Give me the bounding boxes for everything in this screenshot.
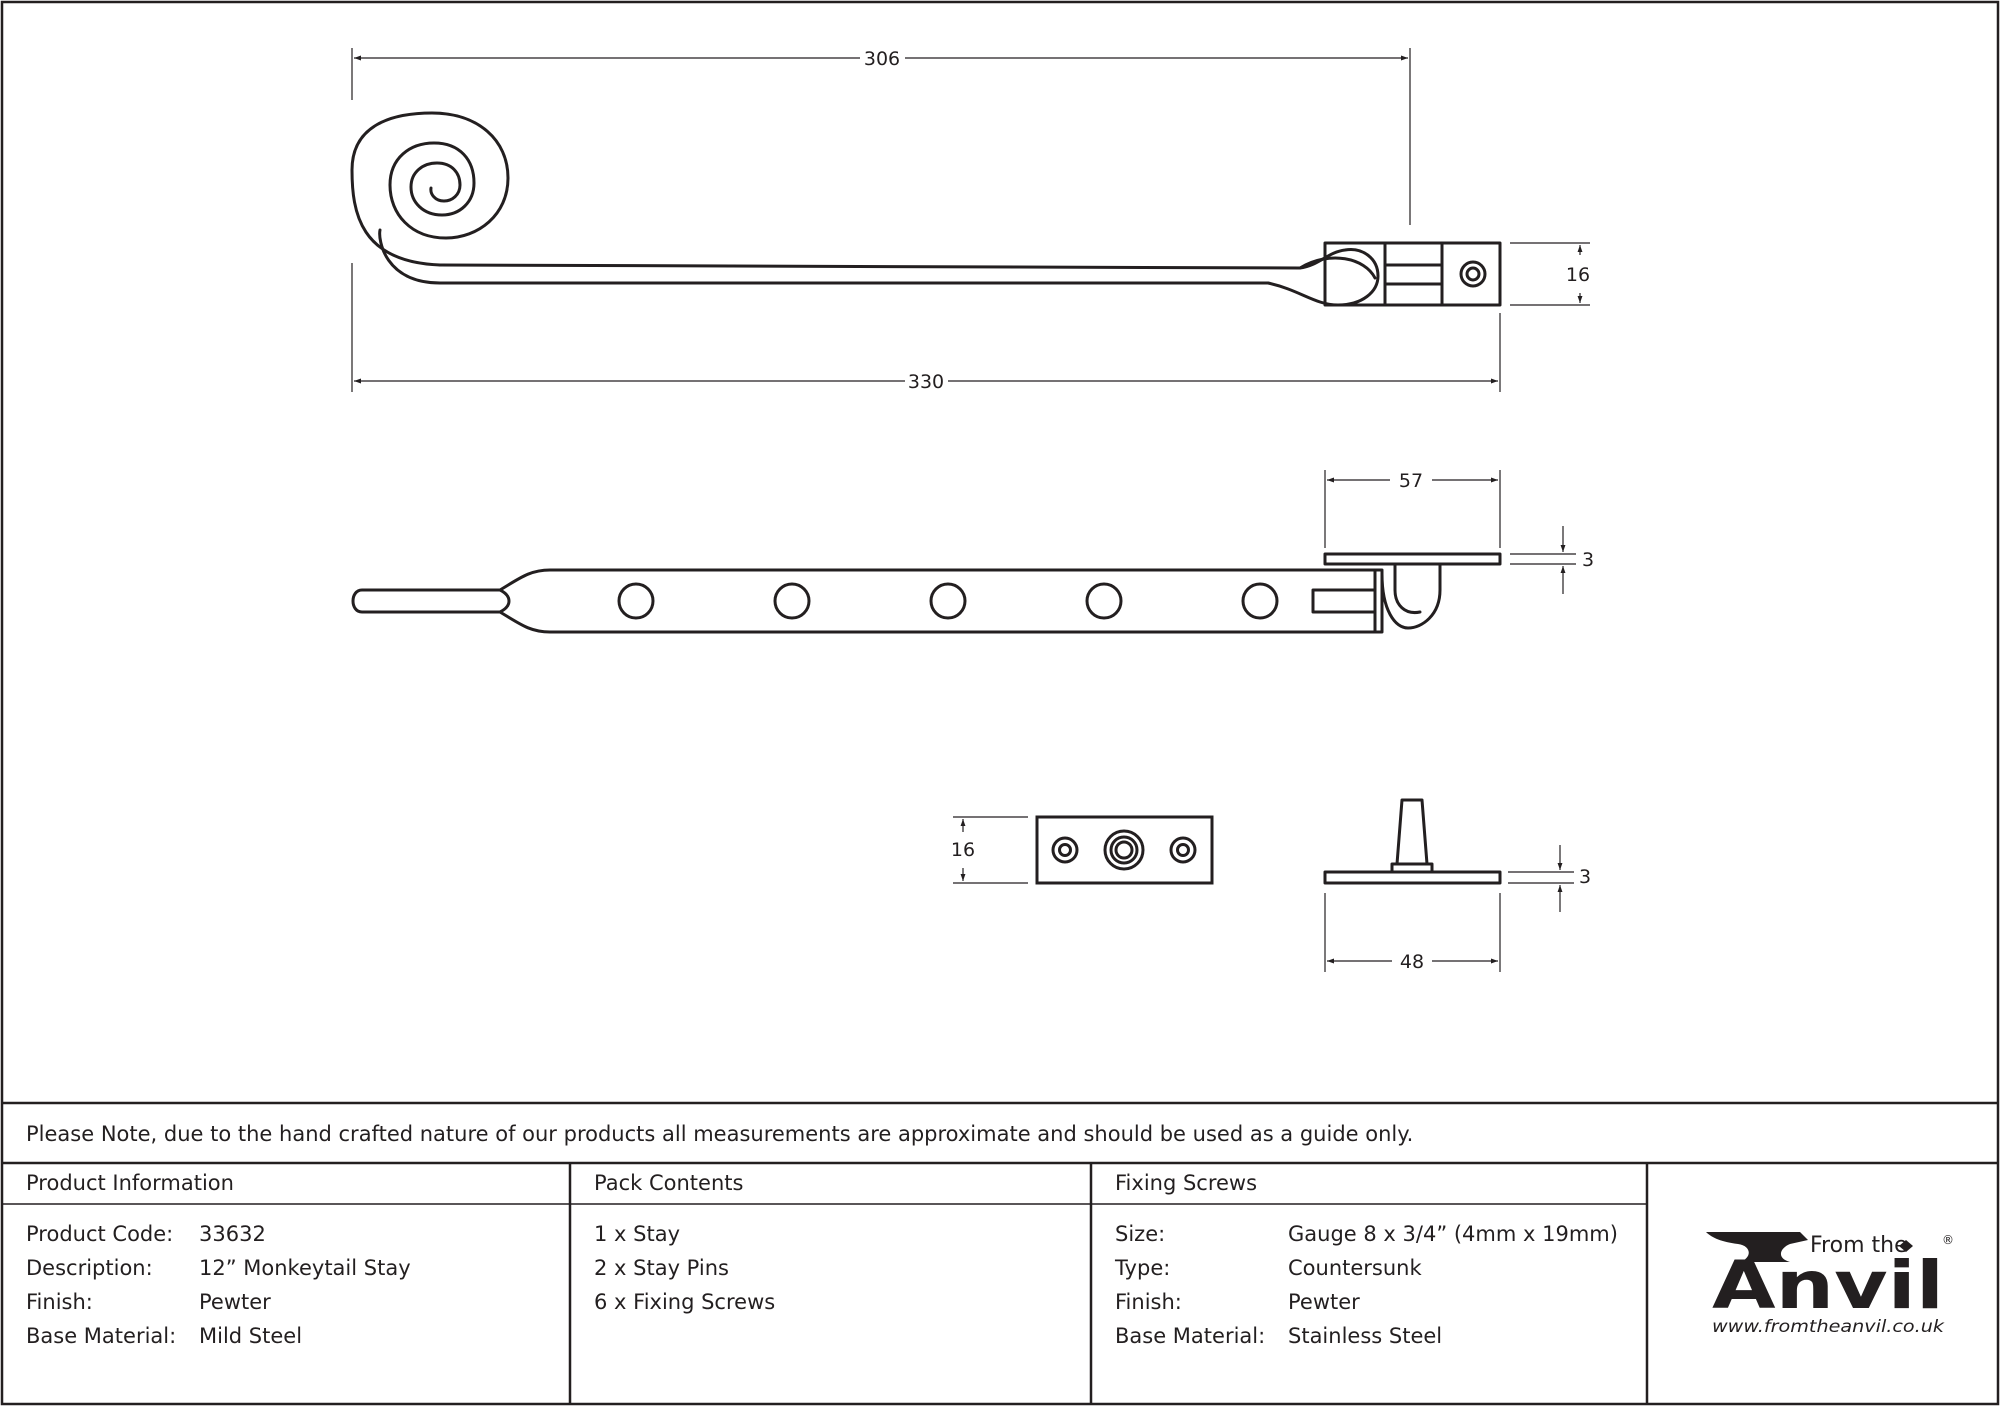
from-the-anvil-logo: From the ® Anvil www.fromtheanvil.co.uk bbox=[1706, 1232, 1954, 1337]
dim-pin-plate-length: 48 bbox=[1400, 951, 1424, 973]
logo-from-the: From the bbox=[1810, 1233, 1908, 1258]
finish-label: Finish: bbox=[26, 1290, 93, 1314]
screw-finish-label: Finish: bbox=[1115, 1290, 1182, 1314]
screw-material-value: Stainless Steel bbox=[1288, 1324, 1442, 1348]
description-value: 12” Monkeytail Stay bbox=[199, 1256, 411, 1280]
product-code-value: 33632 bbox=[199, 1222, 266, 1246]
screw-material-label: Base Material: bbox=[1115, 1324, 1265, 1348]
fixing-screws-header: Fixing Screws bbox=[1115, 1171, 1257, 1195]
dim-plate-thickness: 3 bbox=[1582, 549, 1594, 571]
stay-top-view bbox=[350, 111, 1502, 307]
stay-side-view bbox=[351, 552, 1502, 634]
pack-item: 6 x Fixing Screws bbox=[594, 1290, 775, 1314]
base-material-value: Mild Steel bbox=[199, 1324, 302, 1348]
top-view-dimensions bbox=[351, 48, 1590, 392]
diamond-icon bbox=[1899, 1240, 1913, 1252]
product-code-label: Product Code: bbox=[26, 1222, 173, 1246]
dim-pin-plate-width: 16 bbox=[951, 839, 975, 861]
pin-plate-top-dimensions bbox=[953, 816, 1028, 884]
pin-plate-side-dimensions bbox=[1324, 845, 1574, 972]
measurement-note: Please Note, due to the hand crafted nat… bbox=[26, 1122, 1413, 1146]
dim-bracket-length: 57 bbox=[1399, 470, 1423, 492]
side-view-dimensions bbox=[1324, 470, 1576, 594]
pin-plate-side-view bbox=[1323, 798, 1502, 885]
pack-item: 1 x Stay bbox=[594, 1222, 680, 1246]
base-material-label: Base Material: bbox=[26, 1324, 176, 1348]
screw-type-value: Countersunk bbox=[1288, 1256, 1422, 1280]
product-info-header: Product Information bbox=[26, 1171, 234, 1195]
screw-type-label: Type: bbox=[1114, 1256, 1170, 1280]
logo-anvil: Anvil bbox=[1712, 1247, 1944, 1324]
info-table-lines bbox=[2, 1101, 1998, 1404]
logo-registered: ® bbox=[1942, 1233, 1954, 1247]
dim-top-height: 16 bbox=[1566, 264, 1590, 286]
anvil-icon bbox=[1706, 1232, 1808, 1262]
dim-arm-length: 306 bbox=[864, 48, 900, 70]
pack-item: 2 x Stay Pins bbox=[594, 1256, 729, 1280]
screw-size-value: Gauge 8 x 3/4” (4mm x 19mm) bbox=[1288, 1222, 1618, 1246]
screw-finish-value: Pewter bbox=[1288, 1290, 1360, 1314]
logo-url: www.fromtheanvil.co.uk bbox=[1712, 1317, 1945, 1337]
finish-value: Pewter bbox=[199, 1290, 271, 1314]
dim-pin-plate-thickness: 3 bbox=[1579, 866, 1591, 888]
dim-overall-length: 330 bbox=[908, 371, 944, 393]
description-label: Description: bbox=[26, 1256, 153, 1280]
pack-contents-header: Pack Contents bbox=[594, 1171, 743, 1195]
pin-plate-top-view bbox=[1035, 815, 1214, 885]
screw-size-label: Size: bbox=[1115, 1222, 1165, 1246]
